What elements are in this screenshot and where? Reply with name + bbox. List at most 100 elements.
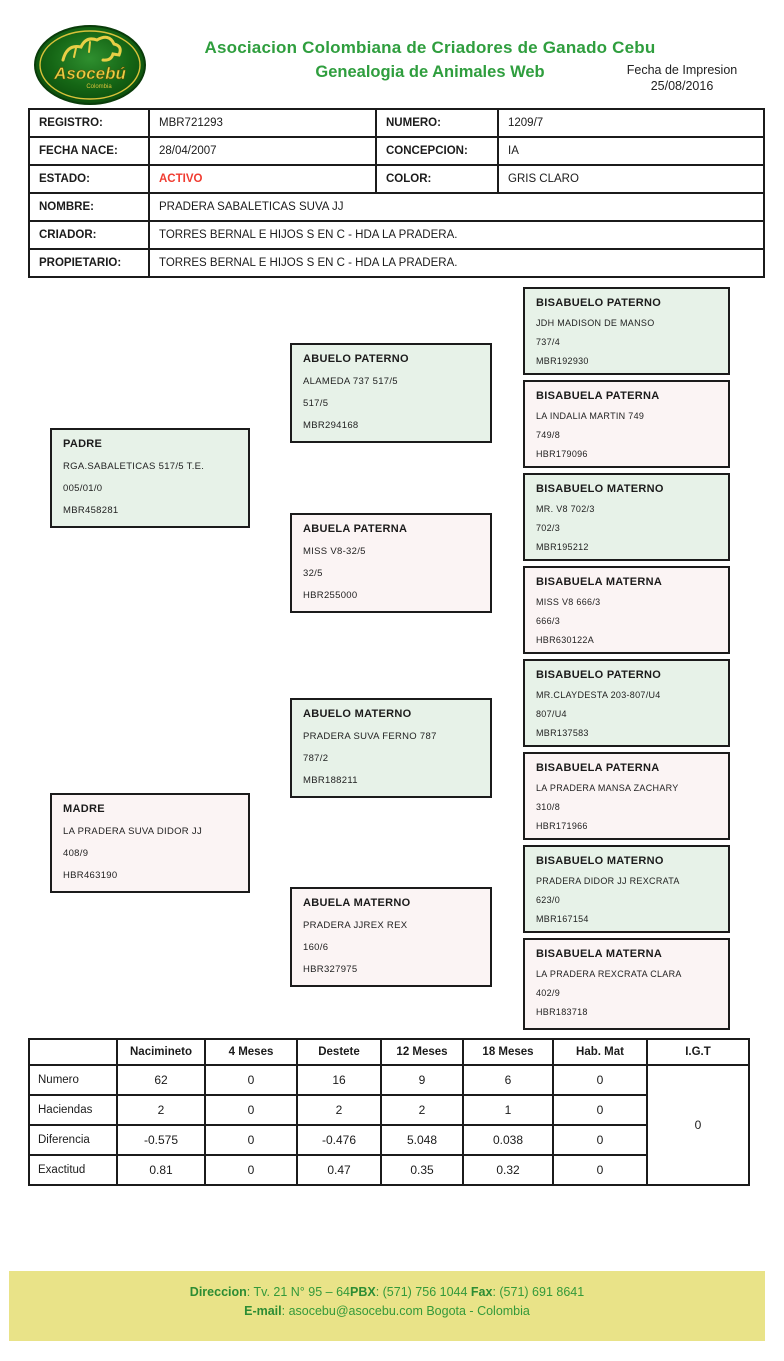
pedigree-box-title: ABUELA MATERNO — [303, 897, 411, 909]
animal-registro: HBR255000 — [303, 590, 358, 601]
field-value-propietario: TORRES BERNAL E HIJOS S EN C - HDA LA PR… — [148, 248, 765, 278]
pedigree-box-title: BISABUELA PATERNA — [536, 390, 660, 402]
footer-fax-text: : (571) 691 8641 — [492, 1285, 585, 1299]
footer-direccion-label: Direccion — [189, 1285, 247, 1299]
stats-header-destete: Destete — [296, 1038, 382, 1066]
pedigree-box-title: ABUELO PATERNO — [303, 353, 409, 365]
footer-email-text: : asocebu@asocebu.com Bogota - Colombia — [281, 1304, 530, 1318]
animal-number: 749/8 — [536, 430, 561, 440]
pedigree-box-title: ABUELA PATERNA — [303, 523, 408, 535]
animal-number: 408/9 — [63, 848, 89, 859]
animal-registro: MBR167154 — [536, 914, 589, 924]
field-value-nombre: PRADERA SABALETICAS SUVA JJ — [148, 192, 765, 222]
bisabuela-paterna-1-box: BISABUELA PATERNA LA INDALIA MARTIN 749 … — [523, 380, 730, 468]
stats-cell: 0.32 — [462, 1154, 554, 1186]
stats-header-empty — [28, 1038, 118, 1066]
field-value-numero: 1209/7 — [497, 108, 765, 138]
page-title: Asociacion Colombiana de Criadores de Ga… — [204, 38, 656, 57]
pedigree-box-title: BISABUELA MATERNA — [536, 576, 663, 588]
footer-email-label: E-mail — [244, 1304, 282, 1318]
animal-name: PRADERA DIDOR JJ REXCRATA — [536, 876, 680, 886]
animal-number: 32/5 — [303, 568, 323, 579]
animal-name: MISS V8-32/5 — [303, 546, 366, 557]
pedigree-box-title: BISABUELA MATERNA — [536, 948, 663, 960]
stats-cell: 16 — [296, 1064, 382, 1096]
animal-name: MISS V8 666/3 — [536, 597, 601, 607]
pedigree-tree: PADRE RGA.SABALETICAS 517/5 T.E. 005/01/… — [0, 285, 784, 1037]
stats-cell: 0.35 — [380, 1154, 464, 1186]
field-label-fecha-nace: FECHA NACE: — [28, 136, 150, 166]
table-row: REGISTRO: MBR721293 NUMERO: 1209/7 — [28, 108, 765, 138]
bisabuela-paterna-2-box: BISABUELA PATERNA LA PRADERA MANSA ZACHA… — [523, 752, 730, 840]
footer-address-text: : Tv. 21 N° 95 – 64 — [246, 1285, 350, 1299]
animal-number: 787/2 — [303, 753, 329, 764]
table-row: NOMBRE: PRADERA SABALETICAS SUVA JJ — [28, 192, 765, 222]
stats-cell: 0.81 — [116, 1154, 206, 1186]
stats-row-diferencia: Diferencia -0.575 0 -0.476 5.048 0.038 0 — [28, 1124, 749, 1156]
stats-cell: 0 — [204, 1154, 298, 1186]
stats-cell: 0 — [552, 1154, 648, 1186]
stats-cell: 1 — [462, 1094, 554, 1126]
animal-name: MR.CLAYDESTA 203-807/U4 — [536, 690, 661, 700]
bisabuelo-materno-2-box: BISABUELO MATERNO PRADERA DIDOR JJ REXCR… — [523, 845, 730, 933]
animal-name: PRADERA SUVA FERNO 787 — [303, 731, 437, 742]
field-label-propietario: PROPIETARIO: — [28, 248, 150, 278]
stats-header-igt: I.G.T — [646, 1038, 750, 1066]
field-value-criador: TORRES BERNAL E HIJOS S EN C - HDA LA PR… — [148, 220, 765, 250]
stats-header-row: Nacimineto 4 Meses Destete 12 Meses 18 M… — [28, 1038, 750, 1066]
stats-igt-value: 0 — [646, 1064, 750, 1186]
stats-header-nacimiento: Nacimineto — [116, 1038, 206, 1066]
animal-registro: MBR192930 — [536, 356, 589, 366]
stats-row-numero: Numero 62 0 16 9 6 0 0 — [28, 1064, 750, 1186]
pedigree-box-title: BISABUELA PATERNA — [536, 762, 660, 774]
table-row: CRIADOR: TORRES BERNAL E HIJOS S EN C - … — [28, 220, 765, 250]
field-value-registro: MBR721293 — [148, 108, 377, 138]
animal-number: 160/6 — [303, 942, 329, 953]
field-label-concepcion: CONCEPCION: — [375, 136, 499, 166]
footer-fax-label: Fax — [470, 1285, 493, 1299]
animal-name: LA PRADERA MANSA ZACHARY — [536, 783, 679, 793]
stats-header-habmat: Hab. Mat — [552, 1038, 648, 1066]
animal-number: 702/3 — [536, 523, 561, 533]
field-label-registro: REGISTRO: — [28, 108, 150, 138]
footer-email-line: E-mail: asocebu@asocebu.com Bogota - Col… — [9, 1302, 765, 1321]
stats-cell: -0.575 — [116, 1124, 206, 1156]
stats-cell: 0 — [204, 1124, 298, 1156]
stats-row-label: Numero — [28, 1064, 118, 1096]
stats-cell: 0 — [552, 1124, 648, 1156]
stats-cell: 2 — [296, 1094, 382, 1126]
page-title-block: Asociacion Colombiana de Criadores de Ga… — [150, 38, 710, 82]
logo-sub-text: Colombia — [86, 84, 112, 90]
pedigree-box-title: MADRE — [63, 803, 105, 815]
abuelo-materno-box: ABUELO MATERNO PRADERA SUVA FERNO 787 78… — [290, 698, 492, 798]
print-date-block: Fecha de Impresion 25/08/2016 — [606, 62, 758, 94]
pedigree-box-title: BISABUELO MATERNO — [536, 483, 664, 495]
animal-registro: MBR458281 — [63, 505, 119, 516]
stats-row-label: Exactitud — [28, 1154, 118, 1186]
stats-cell: 0 — [204, 1094, 298, 1126]
field-label-numero: NUMERO: — [375, 108, 499, 138]
table-row: ESTADO: ACTIVO COLOR: GRIS CLARO — [28, 164, 765, 194]
animal-name: RGA.SABALETICAS 517/5 T.E. — [63, 461, 205, 472]
table-row: FECHA NACE: 28/04/2007 CONCEPCION: IA — [28, 136, 765, 166]
page-subtitle: Genealogia de Animales Web — [315, 63, 545, 81]
stats-cell: 0 — [552, 1064, 648, 1096]
print-date-label: Fecha de Impresion — [626, 63, 738, 77]
pedigree-box-title: ABUELO MATERNO — [303, 708, 412, 720]
stats-header-4meses: 4 Meses — [204, 1038, 298, 1066]
pedigree-box-title: PADRE — [63, 438, 103, 450]
animal-registro: HBR463190 — [63, 870, 118, 881]
stats-cell: 0.038 — [462, 1124, 554, 1156]
field-label-nombre: NOMBRE: — [28, 192, 150, 222]
madre-box: MADRE LA PRADERA SUVA DIDOR JJ 408/9 HBR… — [50, 793, 250, 893]
table-row: PROPIETARIO: TORRES BERNAL E HIJOS S EN … — [28, 248, 765, 278]
pedigree-box-title: BISABUELO MATERNO — [536, 855, 664, 867]
footer-address-line: Direccion: Tv. 21 N° 95 – 64PBX: (571) 7… — [9, 1283, 765, 1302]
animal-number: 005/01/0 — [63, 483, 103, 494]
animal-info-table: REGISTRO: MBR721293 NUMERO: 1209/7 FECHA… — [28, 108, 765, 278]
pedigree-box-title: BISABUELO PATERNO — [536, 297, 662, 309]
animal-number: 402/9 — [536, 988, 561, 998]
animal-name: ALAMEDA 737 517/5 — [303, 376, 398, 387]
field-label-criador: CRIADOR: — [28, 220, 150, 250]
bisabuela-materna-2-box: BISABUELA MATERNA LA PRADERA REXCRATA CL… — [523, 938, 730, 1030]
